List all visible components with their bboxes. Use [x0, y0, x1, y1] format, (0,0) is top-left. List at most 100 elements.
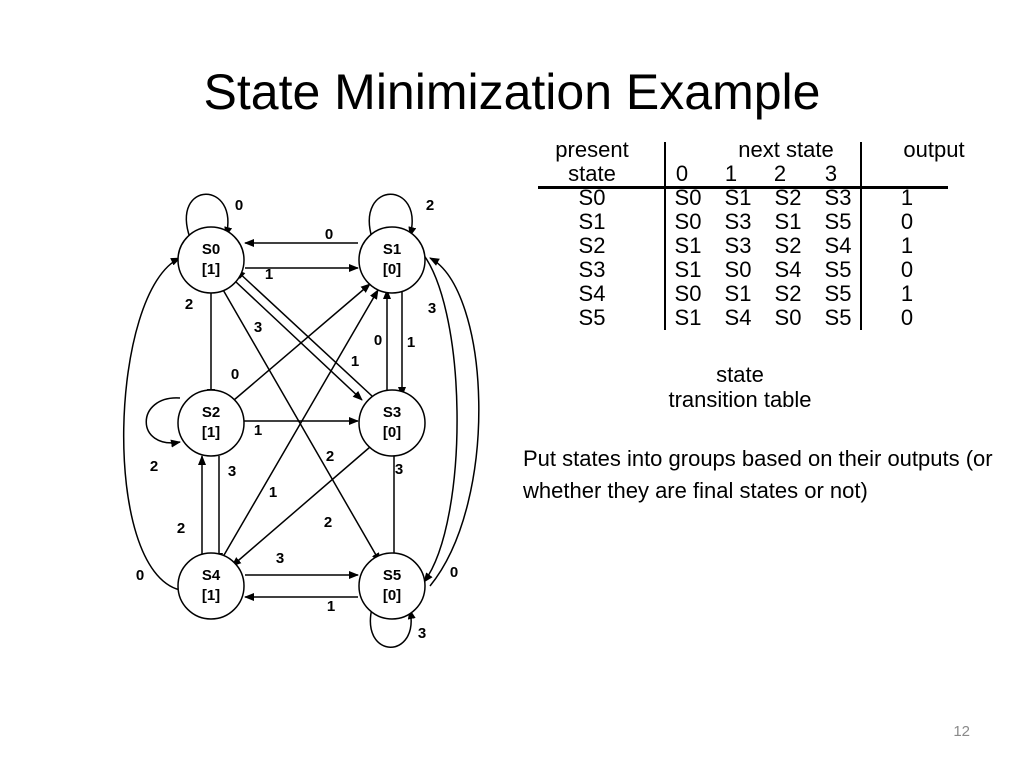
row-1-output: 0 — [900, 209, 914, 234]
input-col-3: 3 — [824, 161, 838, 186]
row-3-next-3: S5 — [824, 257, 852, 282]
state-s3-id: S3 — [383, 404, 401, 421]
row-3-next-2: S4 — [774, 257, 802, 282]
edge-s5-self — [369, 607, 416, 648]
edge-label-s2-s4: 3 — [228, 463, 236, 480]
edge-label-s0-s5: 3 — [254, 319, 262, 336]
state-s1-id: S1 — [383, 241, 401, 258]
row-2-present: S2 — [578, 233, 606, 258]
state-s4-id: S4 — [202, 567, 221, 584]
header-next-state: next state — [738, 137, 834, 162]
row-1-present: S1 — [578, 209, 606, 234]
row-5-present: S5 — [578, 305, 606, 330]
edge-label-s0-s2: 2 — [185, 296, 193, 313]
slide-title: State Minimization Example — [203, 64, 821, 120]
row-3-next-0: S1 — [674, 257, 702, 282]
state-s2: S2 [1] — [177, 389, 245, 457]
edge-s4-s1 — [219, 289, 379, 563]
row-2-next-3: S4 — [824, 233, 852, 258]
row-4-next-2: S2 — [774, 281, 802, 306]
row-1-next-1: S3 — [724, 209, 752, 234]
state-s0-output: [1] — [202, 261, 220, 278]
edge-label-s4-s1: 1 — [269, 484, 277, 501]
edge-label-s5-s1: 0 — [450, 564, 458, 581]
edge-s0-self — [185, 193, 233, 239]
state-s3: S3 [0] — [358, 389, 426, 457]
state-s0-id: S0 — [202, 241, 220, 258]
row-1-next-3: S5 — [824, 209, 852, 234]
row-5-next-0: S1 — [674, 305, 702, 330]
edge-s1-s5 — [417, 247, 458, 583]
row-5-next-3: S5 — [824, 305, 852, 330]
edge-s0-s3 — [235, 281, 363, 401]
row-0-present: S0 — [578, 185, 606, 210]
state-s1: S1 [0] — [358, 226, 426, 294]
state-s5: S5 [0] — [358, 552, 426, 620]
input-col-2: 2 — [773, 161, 787, 186]
edge-label-s1-s5: 3 — [428, 300, 436, 317]
row-0-next-0: S0 — [674, 185, 702, 210]
edge-s1-self — [368, 193, 417, 239]
table-divider-right — [860, 142, 862, 330]
row-4-output: 1 — [900, 281, 914, 306]
table-caption-line1: state — [716, 362, 764, 387]
row-4-next-1: S1 — [724, 281, 752, 306]
edge-label-s1-self: 2 — [426, 197, 434, 214]
edge-label-s2-s3: 1 — [254, 422, 262, 439]
table-divider-left — [664, 142, 666, 330]
input-col-1: 1 — [724, 161, 738, 186]
edge-s3-s0 — [235, 269, 373, 397]
edge-label-s1-s3: 1 — [407, 334, 415, 351]
row-4-next-0: S0 — [674, 281, 702, 306]
row-5-output: 0 — [900, 305, 914, 330]
row-3-next-1: S0 — [724, 257, 752, 282]
row-3-present: S3 — [578, 257, 606, 282]
edge-label-s3-s2: 2 — [326, 448, 334, 465]
state-s4-output: [1] — [202, 587, 220, 604]
edge-s2-self — [145, 397, 181, 448]
header-present: present — [555, 137, 629, 162]
row-1-next-2: S1 — [774, 209, 802, 234]
edge-s4-s0 — [122, 257, 181, 591]
row-3-output: 0 — [900, 257, 914, 282]
header-state: state — [568, 161, 616, 186]
state-s3-output: [0] — [383, 424, 401, 441]
edge-label-s0-s1: 1 — [265, 266, 273, 283]
row-2-output: 1 — [900, 233, 914, 258]
row-0-output: 1 — [900, 185, 914, 210]
edge-label-s4-s5: 3 — [276, 550, 284, 567]
state-s2-output: [1] — [202, 424, 220, 441]
edge-label-s5-s4: 1 — [327, 598, 335, 615]
edge-label-s1-s0: 0 — [325, 226, 333, 243]
edge-s3-s4 — [231, 446, 371, 567]
edge-label-s0-self: 0 — [235, 197, 243, 214]
page-number: 12 — [953, 723, 970, 740]
edge-label-s5-self: 3 — [418, 625, 426, 642]
state-s5-id: S5 — [383, 567, 401, 584]
header-output: output — [903, 137, 965, 162]
input-col-0: 0 — [675, 161, 689, 186]
row-5-next-1: S4 — [724, 305, 752, 330]
row-2-next-0: S1 — [674, 233, 702, 258]
table-caption-line2: transition table — [668, 387, 812, 412]
state-transition-table: present state next state output 0 1 2 3 … — [520, 138, 980, 338]
state-s4: S4 [1] — [177, 552, 245, 620]
state-s2-id: S2 — [202, 404, 220, 421]
row-1-next-0: S0 — [674, 209, 702, 234]
row-2-next-1: S3 — [724, 233, 752, 258]
row-0-next-1: S1 — [724, 185, 752, 210]
edge-s5-s1 — [429, 257, 480, 587]
row-2-next-2: S2 — [774, 233, 802, 258]
edge-label-s3-s5: 3 — [395, 461, 403, 478]
edge-label-s2-s1: 0 — [231, 366, 239, 383]
row-4-next-3: S5 — [824, 281, 852, 306]
edge-label-s4-s0: 0 — [136, 567, 144, 584]
row-0-next-2: S2 — [774, 185, 802, 210]
edge-s0-s5 — [221, 287, 381, 563]
edge-label-s4-s2: 2 — [177, 520, 185, 537]
edge-label-s3-s4: 2 — [324, 514, 332, 531]
edge-label-s3-s0: 1 — [351, 353, 359, 370]
edge-label-s3-s1: 0 — [374, 332, 382, 349]
edge-s2-s1 — [233, 283, 371, 401]
